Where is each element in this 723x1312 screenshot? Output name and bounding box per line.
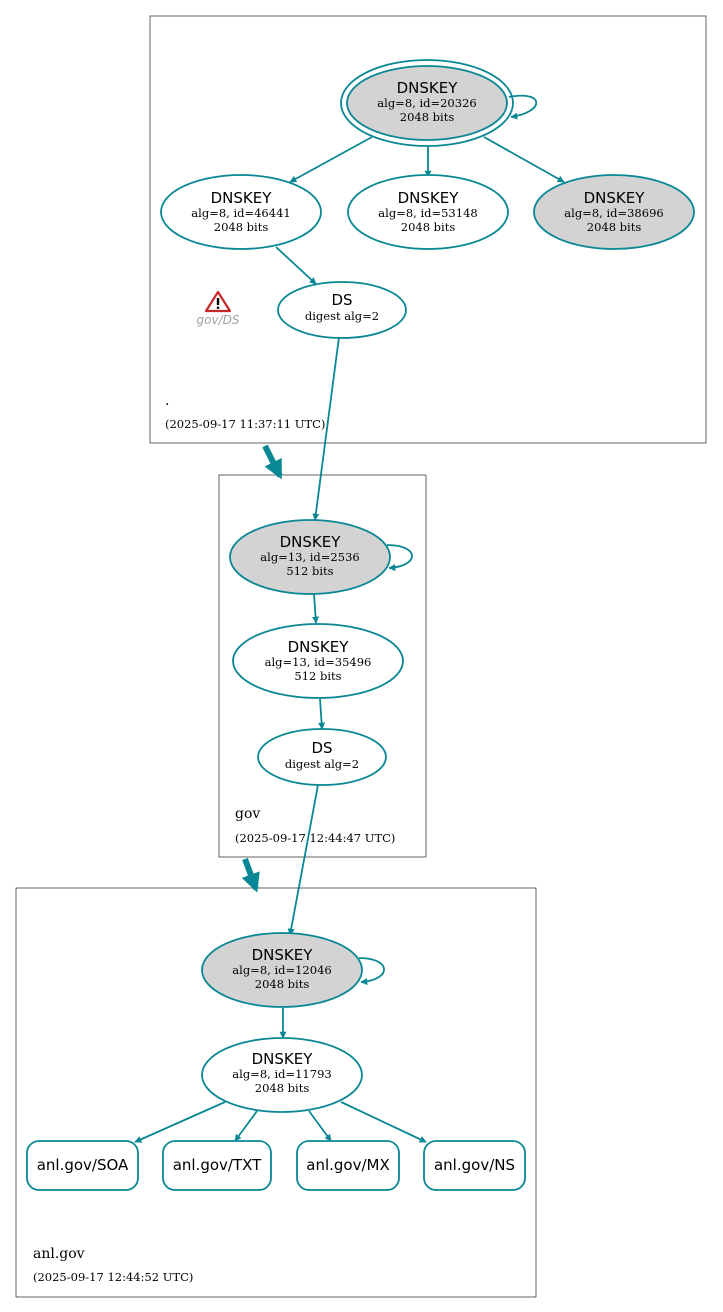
node-gov-ds-shape (277, 281, 407, 339)
edge-root-ksk-self (508, 94, 538, 120)
node-gov-ds-title: DS (331, 291, 352, 309)
node-anl-ds-digest: digest alg=2 (285, 757, 359, 771)
zone-gov-name: gov (235, 806, 260, 822)
rrset-mx[interactable]: anl.gov/MX (296, 1140, 400, 1191)
rrset-soa[interactable]: anl.gov/SOA (26, 1140, 139, 1191)
edge-root-ksk-zsk3 (483, 136, 565, 183)
node-root-zsk-2-bits: 2048 bits (401, 220, 456, 234)
node-anl-ds-title: DS (311, 739, 332, 757)
rrset-txt-label: anl.gov/TXT (173, 1156, 262, 1174)
node-root-ksk-shape (346, 65, 508, 141)
node-root-zsk-3[interactable]: DNSKEY alg=8, id=38696 2048 bits (533, 174, 695, 250)
edge-gov-ksk-self (386, 544, 413, 572)
warning-triangle-icon (204, 290, 232, 313)
node-gov-zsk[interactable]: DNSKEY alg=13, id=35496 512 bits (232, 623, 404, 699)
node-anl-zsk-title: DNSKEY (252, 1050, 314, 1068)
edge-anl-zsk-soa (134, 1101, 226, 1143)
rrset-mx-label: anl.gov/MX (306, 1156, 389, 1174)
zone-anl-timestamp: (2025-09-17 12:44:52 UTC) (33, 1270, 193, 1284)
node-root-zsk-3-bits: 2048 bits (587, 220, 642, 234)
node-root-zsk-1-alg: alg=8, id=46441 (191, 206, 290, 220)
node-root-ksk-outer-ring (340, 59, 514, 147)
warning-gov-ds[interactable]: gov/DS (197, 290, 240, 327)
node-root-zsk-2-shape (347, 174, 509, 250)
node-anl-ksk-alg: alg=8, id=12046 (232, 963, 331, 977)
node-root-zsk-3-shape (533, 174, 695, 250)
node-root-zsk-1-title: DNSKEY (211, 189, 273, 207)
node-root-zsk-3-alg: alg=8, id=38696 (564, 206, 663, 220)
node-root-zsk-1[interactable]: DNSKEY alg=8, id=46441 2048 bits (160, 174, 322, 250)
edge-anl-zsk-ns (340, 1101, 427, 1143)
warning-gov-ds-label: gov/DS (197, 313, 240, 327)
node-root-ksk-bits: 2048 bits (400, 110, 455, 124)
delegation-arrow-gov-anl (241, 857, 260, 893)
node-gov-zsk-title: DNSKEY (288, 638, 350, 656)
node-root-ksk-alg: alg=8, id=20326 (377, 96, 476, 110)
node-gov-zsk-shape (232, 623, 404, 699)
zone-root-timestamp: (2025-09-17 11:37:11 UTC) (165, 417, 325, 431)
zone-root-name: . (165, 393, 169, 409)
edge-gov-ksk-gov-zsk (312, 593, 320, 624)
edge-gov-zsk-anl-ds (318, 698, 326, 730)
node-anl-zsk[interactable]: DNSKEY alg=8, id=11793 2048 bits (201, 1037, 363, 1113)
node-gov-ksk-shape (229, 519, 391, 595)
delegation-arrow-root-gov (262, 444, 283, 480)
rrset-txt-box (162, 1140, 272, 1191)
node-anl-zsk-bits: 2048 bits (255, 1081, 310, 1095)
node-anl-ds[interactable]: DS digest alg=2 (257, 728, 387, 786)
edge-anl-zsk-mx (308, 1110, 332, 1142)
node-root-ksk[interactable]: DNSKEY alg=8, id=20326 2048 bits (340, 59, 514, 147)
node-anl-ksk[interactable]: DNSKEY alg=8, id=12046 2048 bits (201, 932, 363, 1008)
zone-anl-name: anl.gov (33, 1246, 85, 1262)
node-root-zsk-2-title: DNSKEY (398, 189, 460, 207)
node-root-zsk-1-bits: 2048 bits (214, 220, 269, 234)
rrset-soa-box (26, 1140, 139, 1191)
node-anl-zsk-shape (201, 1037, 363, 1113)
rrset-ns[interactable]: anl.gov/NS (423, 1140, 526, 1191)
node-anl-ksk-shape (201, 932, 363, 1008)
node-gov-zsk-bits: 512 bits (294, 669, 341, 683)
rrset-soa-label: anl.gov/SOA (37, 1156, 129, 1174)
node-gov-ksk[interactable]: DNSKEY alg=13, id=2536 512 bits (229, 519, 391, 595)
edge-anl-ksk-self (358, 957, 385, 986)
rrset-mx-box (296, 1140, 400, 1191)
node-anl-zsk-alg: alg=8, id=11793 (232, 1067, 331, 1081)
edges (134, 94, 565, 1143)
node-root-zsk-1-shape (160, 174, 322, 250)
node-gov-ds-digest: digest alg=2 (305, 309, 379, 323)
node-root-zsk-2-alg: alg=8, id=53148 (378, 206, 477, 220)
rrset-ns-label: anl.gov/NS (434, 1156, 515, 1174)
rrset-ns-box (423, 1140, 526, 1191)
node-gov-ds[interactable]: DS digest alg=2 (277, 281, 407, 339)
node-anl-ksk-bits: 2048 bits (255, 977, 310, 991)
edge-root-ksk-zsk1 (289, 136, 373, 183)
node-root-ksk-title: DNSKEY (397, 79, 459, 97)
zone-gov-timestamp: (2025-09-17 12:44:47 UTC) (235, 831, 395, 845)
edge-root-zsk1-gov-ds (275, 246, 317, 285)
node-anl-ksk-title: DNSKEY (252, 946, 314, 964)
node-gov-zsk-alg: alg=13, id=35496 (265, 655, 372, 669)
node-gov-ksk-bits: 512 bits (286, 564, 333, 578)
edge-anl-zsk-txt (234, 1110, 258, 1142)
node-root-zsk-3-title: DNSKEY (584, 189, 646, 207)
node-gov-ksk-alg: alg=13, id=2536 (260, 550, 359, 564)
edge-anl-ds-anl-ksk (287, 784, 319, 936)
node-anl-ds-shape (257, 728, 387, 786)
rrset-txt[interactable]: anl.gov/TXT (162, 1140, 272, 1191)
edge-gov-ds-gov-ksk (312, 336, 340, 521)
node-gov-ksk-title: DNSKEY (280, 533, 342, 551)
node-root-zsk-2[interactable]: DNSKEY alg=8, id=53148 2048 bits (347, 174, 509, 250)
